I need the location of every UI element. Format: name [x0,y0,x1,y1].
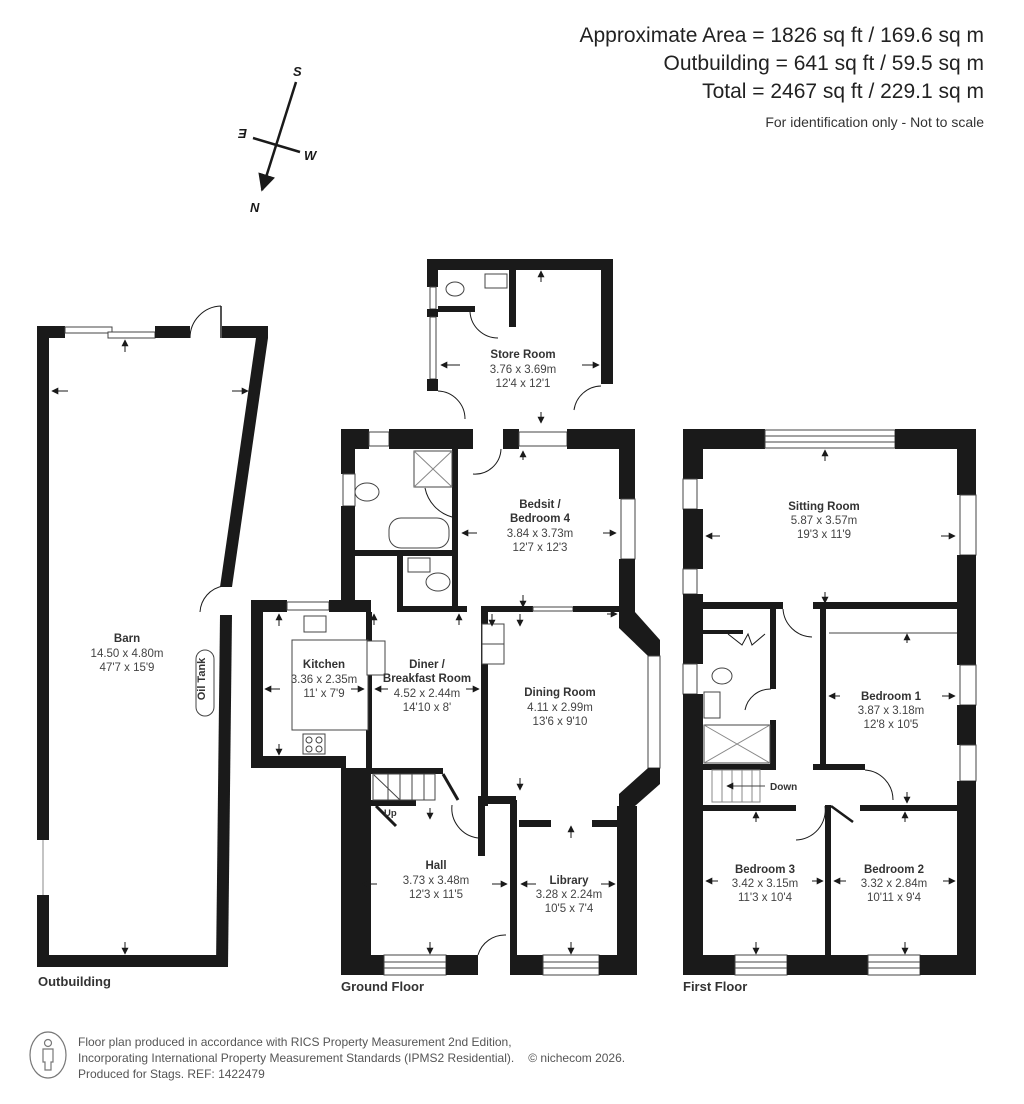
floor-label-first: First Floor [683,979,747,994]
room-store-metric: 3.76 x 3.69m [490,364,556,376]
room-hall-name: Hall [425,860,446,872]
compass-west: W [304,148,318,163]
footer-line-3: Produced for Stags. REF: 1422479 [78,1067,265,1081]
room-dining-name: Dining Room [524,687,596,699]
scale-note: For identification only - Not to scale [765,114,984,130]
room-bedroom3-imperial: 11'3 x 10'4 [738,892,793,904]
area-summary: Approximate Area = 1826 sq ft / 169.6 sq… [580,22,985,132]
room-bedroom2-metric: 3.32 x 2.84m [861,878,927,890]
room-sitting-name: Sitting Room [788,501,860,513]
room-sitting-imperial: 19'3 x 11'9 [797,529,851,541]
room-library-metric: 3.28 x 2.24m [536,889,602,901]
footer: Floor plan produced in accordance with R… [78,1034,625,1082]
outbuilding-area: Outbuilding = 641 sq ft / 59.5 sq m [663,52,984,75]
room-bedroom3-metric: 3.42 x 3.15m [732,878,798,890]
room-barn-name: Barn [114,633,140,645]
room-barn-metric: 14.50 x 4.80m [91,648,164,660]
compass-north: N [250,200,260,215]
room-kitchen-metric: 3.36 x 2.35m [291,674,357,686]
footer-line-1: Floor plan produced in accordance with R… [78,1035,512,1049]
room-diner-imperial: 14'10 x 8' [403,702,452,714]
copyright: © nichecom 2026. [528,1051,626,1065]
compass-east: E [238,126,247,141]
room-bedsit-metric: 3.84 x 3.73m [507,528,573,540]
room-bedroom2-name: Bedroom 2 [864,864,924,876]
room-sitting-metric: 5.87 x 3.57m [791,515,857,527]
compass-south: S [293,64,302,79]
room-bedsit-name: Bedsit / [519,499,561,511]
floor-label-ground: Ground Floor [341,979,424,994]
compass-icon: S E W N [238,64,318,215]
room-barn-imperial: 47'7 x 15'9 [100,662,155,674]
stairs-down-label: Down [770,782,797,793]
room-store-imperial: 12'4 x 12'1 [496,378,551,390]
outbuilding-plan: Oil Tank Barn 14.50 x 4.80m 47'7 x 15'9 … [37,305,268,989]
room-dining-metric: 4.11 x 2.99m [527,702,593,714]
footer-line-2: Incorporating International Property Mea… [78,1051,515,1065]
room-bedsit-imperial: 12'7 x 12'3 [513,542,568,554]
room-bedroom2-imperial: 10'11 x 9'4 [867,892,922,904]
room-dining-imperial: 13'6 x 9'10 [533,716,588,728]
total-area: Total = 2467 sq ft / 229.1 sq m [702,80,984,103]
room-library-imperial: 10'5 x 7'4 [545,903,594,915]
room-diner-name2: Breakfast Room [383,673,471,685]
room-library-name: Library [550,875,590,887]
room-store-name: Store Room [490,349,555,361]
room-bedsit-name2: Bedroom 4 [510,513,571,525]
stairs-up-label: Up [384,808,397,819]
room-hall-imperial: 12'3 x 11'5 [409,889,463,901]
room-bedroom1-name: Bedroom 1 [861,691,922,703]
room-kitchen-imperial: 11' x 7'9 [303,688,344,700]
room-bedroom1-imperial: 12'8 x 10'5 [864,719,919,731]
oil-tank-label: Oil Tank [196,657,208,700]
room-bedroom1-metric: 3.87 x 3.18m [858,705,924,717]
floor-label-outbuilding: Outbuilding [38,974,111,989]
room-hall-metric: 3.73 x 3.48m [403,875,469,887]
room-diner-metric: 4.52 x 2.44m [394,688,460,700]
person-icon [29,1031,67,1079]
room-diner-name: Diner / [409,659,446,671]
room-bedroom3-name: Bedroom 3 [735,864,795,876]
room-kitchen-name: Kitchen [303,659,345,671]
ground-floor-plan: Store Room 3.76 x 3.69m 12'4 x 12'1 Beds… [251,259,661,994]
first-floor-plan: Sitting Room 5.87 x 3.57m 19'3 x 11'9 Do… [682,429,977,994]
approx-area: Approximate Area = 1826 sq ft / 169.6 sq… [579,24,985,47]
